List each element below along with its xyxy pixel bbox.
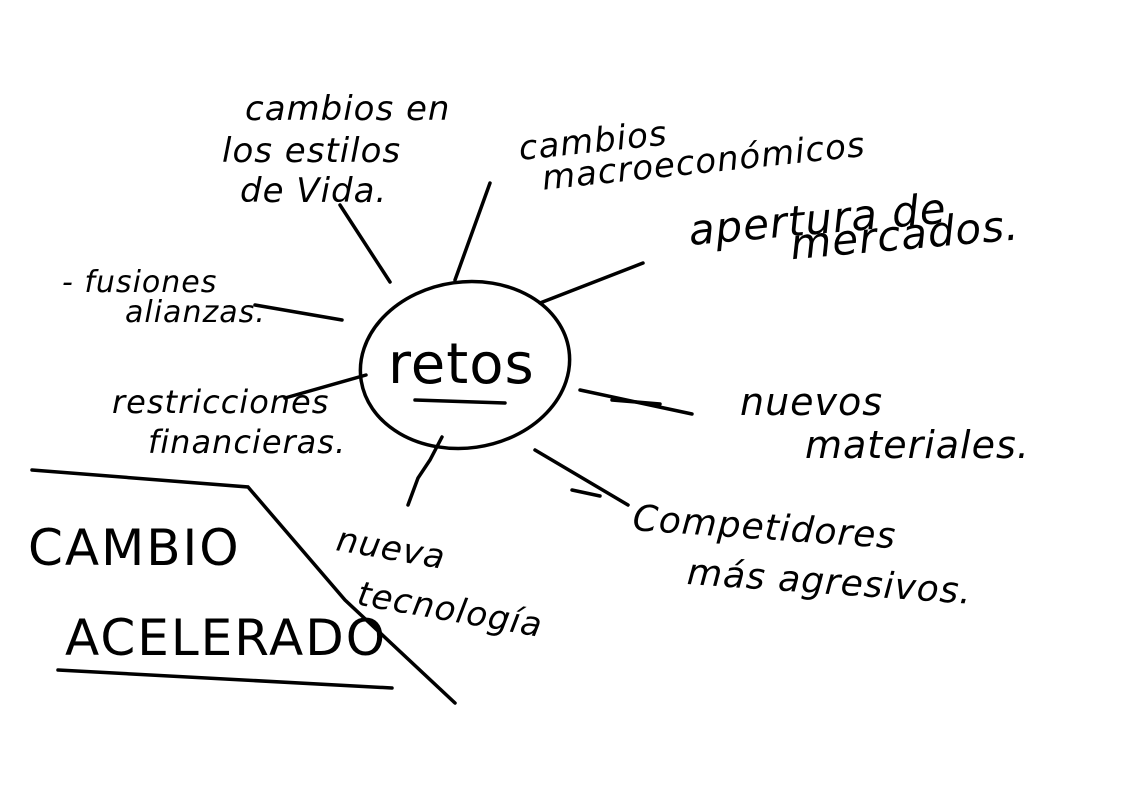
node-estilos: cambios en los estilos de Vida. [222, 89, 462, 211]
center-underline [413, 398, 507, 405]
spoke-tecnologia [406, 435, 444, 507]
corner-label: CAMBIO ACELERADO [28, 519, 387, 667]
spoke-apertura [538, 261, 645, 305]
node-competidores: Competidores más agresivos. [628, 498, 977, 613]
spoke-restricciones [283, 373, 368, 400]
node-materiales: nuevos materiales. [740, 380, 1030, 467]
spoke-competidores [533, 448, 630, 507]
spoke-competidores-mark [570, 488, 602, 498]
corner-underline [56, 668, 394, 690]
spoke-macro [453, 181, 492, 282]
center-ellipse [358, 279, 572, 451]
corner-border [30, 468, 457, 705]
node-macro: cambios macroeconómicos [517, 93, 868, 201]
center-label: retos [388, 332, 535, 397]
spoke-fusiones [253, 303, 344, 322]
node-restricciones: restricciones financieras. [112, 383, 346, 461]
node-fusiones: - fusiones alianzas. [62, 265, 266, 330]
spoke-estilos [338, 203, 392, 284]
spoke-materiales-mark [610, 398, 662, 406]
node-apertura: apertura de mercados. [687, 177, 1021, 277]
